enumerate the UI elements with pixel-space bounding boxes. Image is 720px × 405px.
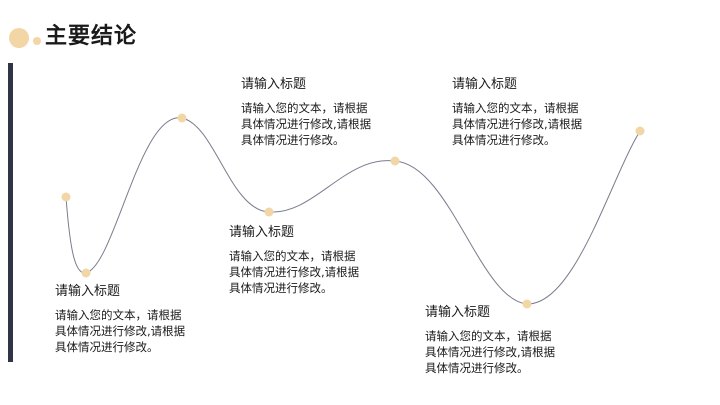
block-body-line: 具体情况进行修改,请根据: [229, 265, 360, 279]
block-body-line: 具体情况进行修改。: [55, 340, 159, 354]
title-decoration-small-dot: [33, 37, 41, 45]
block-body-line: 具体情况进行修改。: [241, 133, 345, 147]
left-accent-bar: [8, 63, 13, 362]
text-block: 请输入标题 请输入您的文本，请根据 具体情况进行修改,请根据 具体情况进行修改。: [452, 76, 622, 148]
page-title: 主要结论: [45, 24, 138, 49]
wave-node: [522, 299, 532, 309]
block-body-line: 具体情况进行修改。: [229, 281, 333, 295]
block-body-line: 具体情况进行修改,请根据: [452, 117, 583, 131]
wave-node: [61, 192, 71, 202]
text-block: 请输入标题 请输入您的文本，请根据 具体情况进行修改,请根据 具体情况进行修改。: [425, 304, 595, 376]
block-title: 请输入标题: [452, 77, 518, 92]
block-title: 请输入标题: [55, 284, 121, 299]
title-decoration-large-dot: [9, 28, 29, 48]
header: 主要结论: [0, 0, 720, 60]
wave-node: [390, 156, 400, 166]
block-body-line: 具体情况进行修改,请根据: [241, 117, 372, 131]
block-title: 请输入标题: [229, 225, 295, 240]
block-body-line: 具体情况进行修改,请根据: [425, 345, 556, 359]
block-body-line: 具体情况进行修改,请根据: [55, 324, 186, 338]
block-title: 请输入标题: [241, 77, 307, 92]
wave-node: [177, 113, 187, 123]
block-body-line: 具体情况进行修改。: [425, 361, 529, 375]
wave-node: [264, 207, 274, 217]
block-body: 请输入您的文本，请根据 具体情况进行修改,请根据 具体情况进行修改。: [229, 248, 399, 296]
text-block: 请输入标题 请输入您的文本，请根据 具体情况进行修改,请根据 具体情况进行修改。: [229, 224, 399, 296]
text-block: 请输入标题 请输入您的文本，请根据 具体情况进行修改,请根据 具体情况进行修改。: [55, 283, 225, 355]
block-body-line: 请输入您的文本，请根据: [229, 249, 356, 263]
block-body: 请输入您的文本，请根据 具体情况进行修改,请根据 具体情况进行修改。: [55, 307, 225, 355]
block-body-line: 请输入您的文本，请根据: [425, 329, 552, 343]
wave-curve: [65, 117, 641, 305]
block-body: 请输入您的文本，请根据 具体情况进行修改,请根据 具体情况进行修改。: [425, 328, 595, 376]
wave-node: [635, 126, 645, 136]
block-body: 请输入您的文本，请根据 具体情况进行修改,请根据 具体情况进行修改。: [452, 100, 622, 148]
text-block: 请输入标题 请输入您的文本，请根据 具体情况进行修改,请根据 具体情况进行修改。: [241, 76, 411, 148]
block-body-line: 请输入您的文本，请根据: [452, 101, 579, 115]
block-title: 请输入标题: [425, 305, 491, 320]
wave-node: [81, 268, 91, 278]
block-body-line: 请输入您的文本，请根据: [241, 101, 368, 115]
block-body: 请输入您的文本，请根据 具体情况进行修改,请根据 具体情况进行修改。: [241, 100, 411, 148]
block-body-line: 具体情况进行修改。: [452, 133, 556, 147]
block-body-line: 请输入您的文本，请根据: [55, 308, 182, 322]
